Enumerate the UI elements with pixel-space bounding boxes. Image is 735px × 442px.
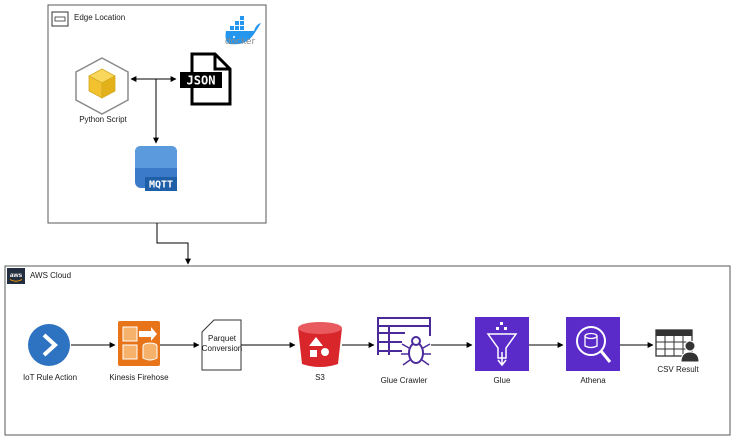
mqtt-icon — [135, 146, 177, 191]
glue-icon — [475, 317, 529, 371]
kinesis-firehose-icon — [118, 321, 160, 366]
document-icon — [201, 319, 242, 371]
athena-icon — [566, 317, 620, 371]
aws-badge-text: aws — [10, 272, 23, 279]
glue-node: Glue — [475, 317, 529, 385]
aws-cloud-border — [4, 265, 731, 436]
aws-cloud-label: AWS Cloud — [30, 271, 71, 280]
aws-cloud-group: aws AWS Cloud IoT Rule Action Kinesis Fi… — [4, 265, 731, 436]
aws-logo-icon: aws — [7, 268, 25, 284]
parquet-label-line-2: Conversion — [202, 344, 242, 353]
iot-rule-node: IoT Rule Action — [23, 324, 77, 382]
crawler-node: Glue Crawler — [377, 317, 431, 385]
edge-location-icon — [51, 11, 69, 27]
python-script-label: Python Script — [79, 115, 127, 124]
mqtt-label: MQTT — [149, 180, 173, 191]
csv-node: CSV Result — [655, 329, 700, 374]
iot-rule-label: IoT Rule Action — [23, 373, 77, 382]
json-label: JSON — [187, 74, 216, 88]
kinesis-node: Kinesis Firehose — [109, 321, 169, 382]
mqtt-node: MQTT — [135, 146, 177, 191]
edge-location-label: Edge Location — [74, 13, 125, 22]
s3-label: S3 — [315, 373, 325, 382]
s3-bucket-icon — [298, 322, 342, 367]
json-file-icon — [180, 52, 232, 106]
edge-location-group: Edge Location docker Python Script — [47, 4, 267, 224]
glue-crawler-icon — [377, 317, 431, 368]
python-script-icon — [75, 57, 129, 115]
parquet-label-line-1: Parquet — [208, 334, 237, 343]
s3-node: S3 — [298, 322, 342, 382]
athena-node: Athena — [566, 317, 620, 385]
crawler-label: Glue Crawler — [381, 376, 428, 385]
csv-label: CSV Result — [657, 365, 699, 374]
python-script-node: Python Script — [75, 57, 129, 124]
kinesis-label: Kinesis Firehose — [109, 373, 169, 382]
json-node: JSON — [180, 52, 232, 106]
docker-text: docker — [225, 37, 256, 47]
docker-icon: docker — [225, 16, 261, 47]
edge-to-cloud-connector — [156, 223, 191, 265]
athena-label: Athena — [580, 376, 606, 385]
parquet-node: Parquet Conversion — [201, 319, 242, 371]
csv-table-icon — [655, 329, 700, 363]
glue-label: Glue — [494, 376, 511, 385]
iot-rule-icon — [28, 324, 70, 366]
